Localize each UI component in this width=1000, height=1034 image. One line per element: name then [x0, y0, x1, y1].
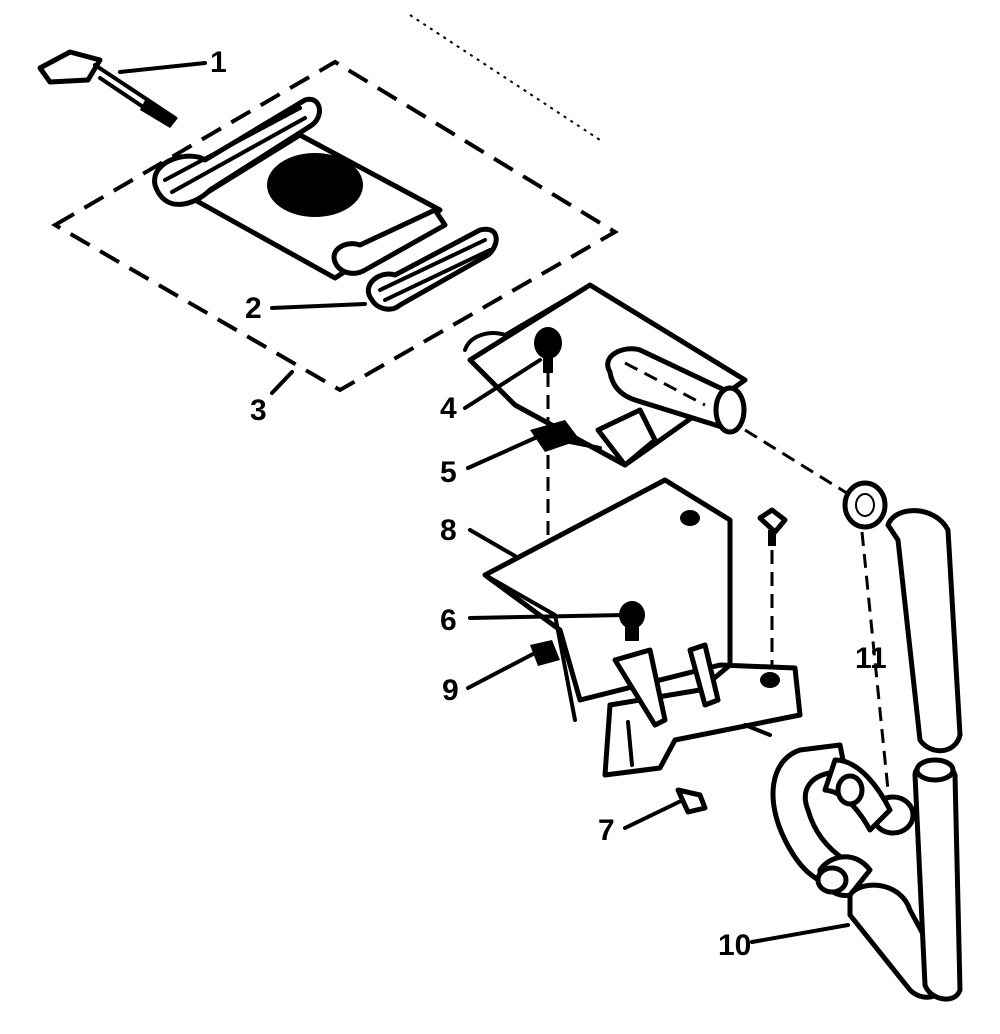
part-10-bent-hose: [770, 742, 963, 1002]
duct-assembly: [463, 282, 748, 468]
callout-11: 11: [855, 642, 887, 675]
leader-lines: [118, 61, 850, 944]
part-9-nut: [530, 640, 560, 666]
part-8-bracket-plate: [482, 477, 803, 778]
part-7-clip: [675, 787, 708, 815]
part-6-screw: [619, 601, 645, 641]
bracket-screw: [757, 507, 788, 665]
part-3-assembly-outline: [51, 59, 619, 393]
callout-3: 3: [250, 394, 267, 427]
part-4-screw: [534, 327, 562, 425]
upper-hose: [885, 508, 963, 754]
duct-to-hose-leader: [744, 428, 851, 497]
scan-artifact-line: [409, 14, 601, 141]
callout-5: 5: [440, 456, 457, 489]
callout-4: 4: [440, 392, 457, 425]
part-1-handle: [37, 49, 178, 128]
callout-8: 8: [440, 514, 457, 547]
callout-9: 9: [442, 674, 459, 707]
callout-7: 7: [598, 814, 615, 847]
part-2-vent-panel: [152, 96, 499, 312]
callout-6: 6: [440, 604, 457, 637]
callout-10: 10: [718, 929, 751, 962]
callout-2: 2: [245, 292, 262, 325]
callout-1: 1: [210, 46, 227, 79]
